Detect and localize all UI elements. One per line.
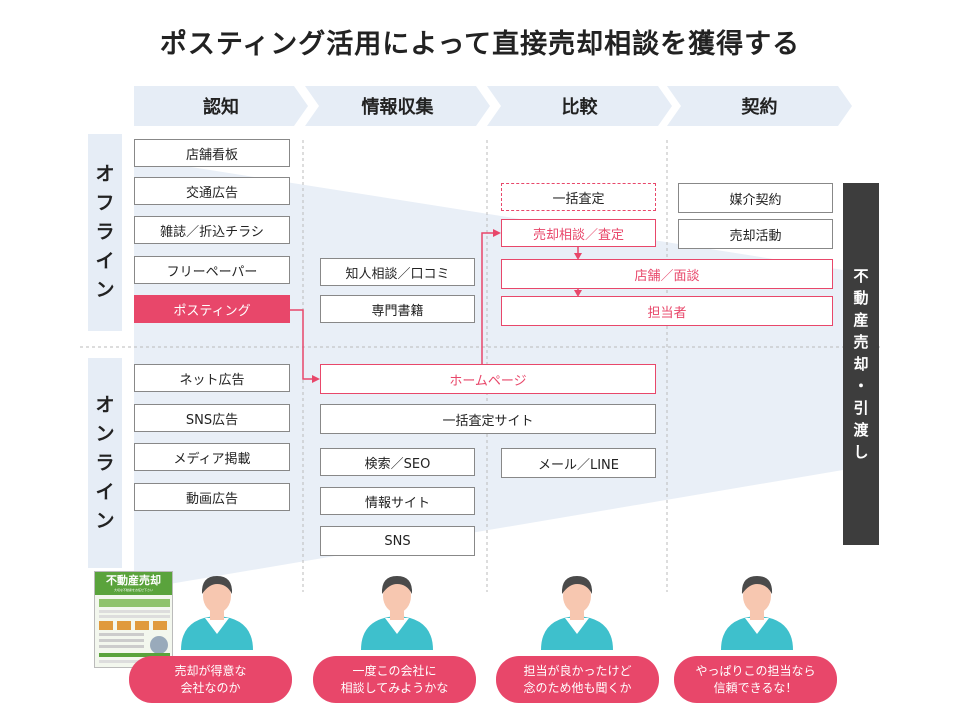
awareness-offline-item: 雑誌／折込チラシ <box>134 216 290 244</box>
awareness-online-item: ネット広告 <box>134 364 290 392</box>
bubble-line: 信頼できるな！ <box>713 680 798 695</box>
thought-bubble: 一度この会社に 相談してみようかな <box>313 656 476 703</box>
staff-box: 担当者 <box>501 296 833 326</box>
bulk-assessment-box: 一括査定 <box>501 183 656 211</box>
sales-consult-box: 売却相談／査定 <box>501 219 656 247</box>
bubble-line: 売却が得意な <box>174 663 247 678</box>
awareness-offline-item: フリーペーパー <box>134 256 290 284</box>
bubble-line: 担当が良かったけど <box>523 663 632 678</box>
final-bar-char: 引 <box>853 399 869 417</box>
awareness-online-item: 動画広告 <box>134 483 290 511</box>
thought-bubble: やっぱりこの担当なら 信頼できるな！ <box>674 656 837 703</box>
awareness-online-item: メディア掲載 <box>134 443 290 471</box>
bubble-line: 相談してみようかな <box>340 680 449 695</box>
stage-awareness: 認知 <box>134 86 308 126</box>
leaflet-heading: 不動産売却 <box>95 572 172 588</box>
final-bar-char: 不 <box>853 267 869 285</box>
leaflet-body <box>95 595 172 667</box>
bubble-line: 会社なのか <box>180 680 241 695</box>
final-bar-char: 動 <box>853 289 869 307</box>
contract-item: 売却活動 <box>678 219 833 249</box>
info-online-item: 情報サイト <box>320 487 475 515</box>
final-bar-char: し <box>853 443 869 461</box>
online-char: ン <box>95 509 115 532</box>
person-icon <box>181 576 253 650</box>
thought-bubble: 売却が得意な 会社なのか <box>129 656 292 703</box>
store-meeting-box: 店舗／面談 <box>501 259 833 289</box>
leaflet-subheading: 大切な不動産をお任せ下さい <box>95 588 172 595</box>
offline-char: ン <box>95 279 115 301</box>
side-label-offline: オ フ ラ イ ン <box>88 134 122 331</box>
stage-comparison: 比較 <box>487 86 672 126</box>
online-char: イ <box>95 480 115 503</box>
online-char: オ <box>95 393 115 416</box>
awareness-online-item: SNS広告 <box>134 404 290 432</box>
final-bar-char: 却 <box>853 355 869 373</box>
stage-info-gathering: 情報収集 <box>305 86 490 126</box>
contract-item: 媒介契約 <box>678 183 833 213</box>
person-icon <box>721 576 793 650</box>
final-bar-char: 産 <box>853 311 869 329</box>
info-offline-item: 専門書籍 <box>320 295 475 323</box>
info-online-item: 一括査定サイト <box>320 404 656 434</box>
person-icon <box>541 576 613 650</box>
info-online-item: 検索／SEO <box>320 448 475 476</box>
online-char: ラ <box>95 451 115 474</box>
bubble-line: やっぱりこの担当なら <box>695 663 816 678</box>
bubble-line: 念のため他も聞くか <box>523 680 632 695</box>
info-offline-item: 知人相談／口コミ <box>320 258 475 286</box>
homepage-box: ホームページ <box>320 364 656 394</box>
final-bar-char: 売 <box>853 333 869 351</box>
side-label-online: オ ン ラ イ ン <box>88 358 122 568</box>
stage-contract: 契約 <box>667 86 852 126</box>
offline-char: ラ <box>95 221 115 243</box>
posting-highlight: ポスティング <box>134 295 290 323</box>
online-char: ン <box>95 422 115 445</box>
final-bar-char: ・ <box>853 377 869 395</box>
final-stage-bar: 不 動 産 売 却 ・ 引 渡 し <box>843 183 879 545</box>
offline-char: フ <box>95 192 115 214</box>
thought-bubble: 担当が良かったけど 念のため他も聞くか <box>496 656 659 703</box>
awareness-offline-item: 店舗看板 <box>134 139 290 167</box>
info-online-item: SNS <box>320 526 475 556</box>
final-bar-char: 渡 <box>853 421 869 439</box>
offline-char: オ <box>95 163 115 185</box>
bubble-line: 一度この会社に <box>352 663 437 678</box>
person-icon <box>361 576 433 650</box>
offline-char: イ <box>95 250 115 272</box>
awareness-offline-item: 交通広告 <box>134 177 290 205</box>
posting-leaflet-image: 不動産売却 大切な不動産をお任せ下さい <box>94 571 173 668</box>
page-title: ポスティング活用によって直接売却相談を獲得する <box>159 29 801 60</box>
email-line-box: メール／LINE <box>501 448 656 478</box>
